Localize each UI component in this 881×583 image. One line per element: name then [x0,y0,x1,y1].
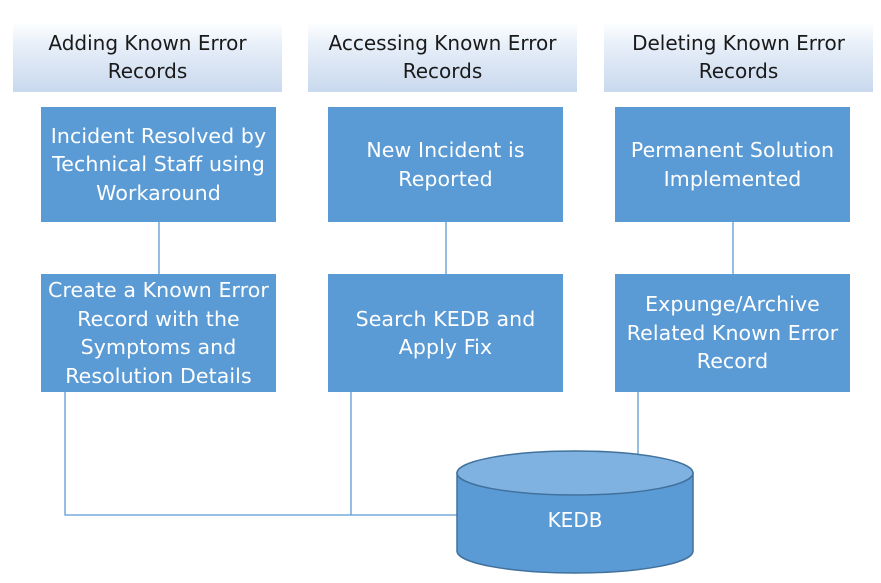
connector-add-to-kedb [64,392,457,516]
header-deleting-known-error-records: Deleting Known Error Records [604,22,873,92]
header-accessing-known-error-records: Accessing Known Error Records [308,22,577,92]
box-incident-resolved: Incident Resolved by Technical Staff usi… [41,107,276,222]
kedb-database-icon [456,450,694,574]
header-adding-known-error-records: Adding Known Error Records [13,22,282,92]
box-create-known-error-record: Create a Known Error Record with the Sym… [41,274,276,392]
box-permanent-solution-implemented: Permanent Solution Implemented [615,107,850,222]
box-search-kedb-apply-fix: Search KEDB and Apply Fix [328,274,563,392]
box-new-incident-reported: New Incident is Reported [328,107,563,222]
kedb-label: KEDB [547,508,603,532]
box-expunge-archive-record: Expunge/Archive Related Known Error Reco… [615,274,850,392]
